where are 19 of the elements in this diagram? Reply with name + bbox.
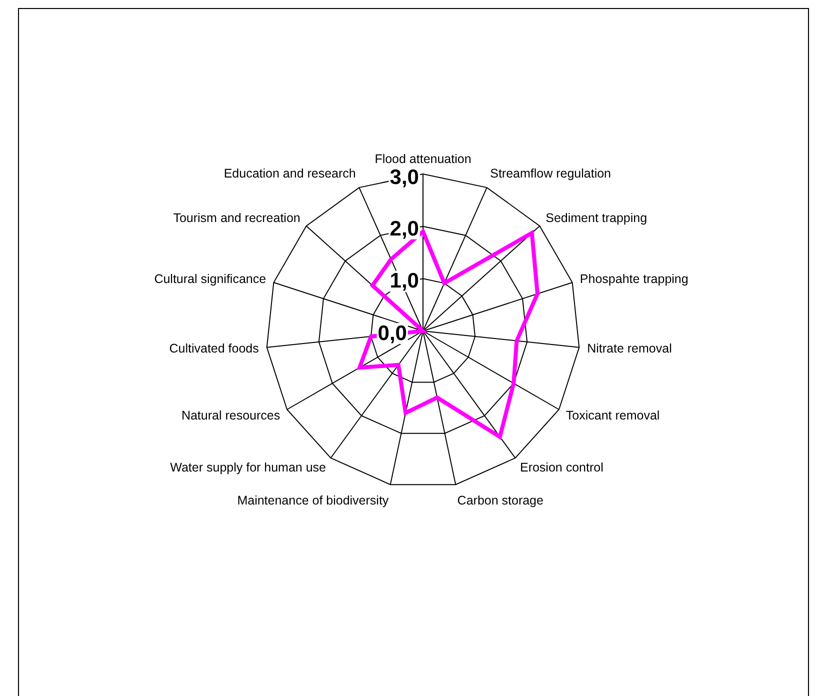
tick-label: 0,0	[378, 322, 407, 345]
axis-label: Tourism and recreation	[173, 210, 300, 225]
axis-label: Phospahte trapping	[580, 272, 688, 286]
axis-label: Carbon storage	[457, 493, 544, 508]
axis-label: Toxicant removal	[566, 408, 660, 422]
axis-label: Erosion control	[520, 460, 604, 475]
axis-label: Nitrate removal	[587, 342, 672, 356]
axis-label: Cultivated foods	[169, 342, 259, 356]
axis-label: Water supply for human use	[170, 460, 326, 475]
axis-label: Cultural significance	[154, 272, 266, 286]
axis-label: Maintenance of biodiversity	[237, 493, 389, 508]
axis-label: Flood attenuation	[374, 152, 472, 166]
tick-label: 2,0	[390, 217, 419, 240]
axis-label: Education and research	[224, 166, 356, 180]
tick-label: 1,0	[390, 270, 419, 293]
axis-label: Natural resources	[181, 408, 280, 422]
axis-label: Streamflow regulation	[490, 166, 612, 180]
axis-label: Sediment trapping	[546, 210, 648, 225]
tick-label: 3,0	[390, 166, 419, 189]
